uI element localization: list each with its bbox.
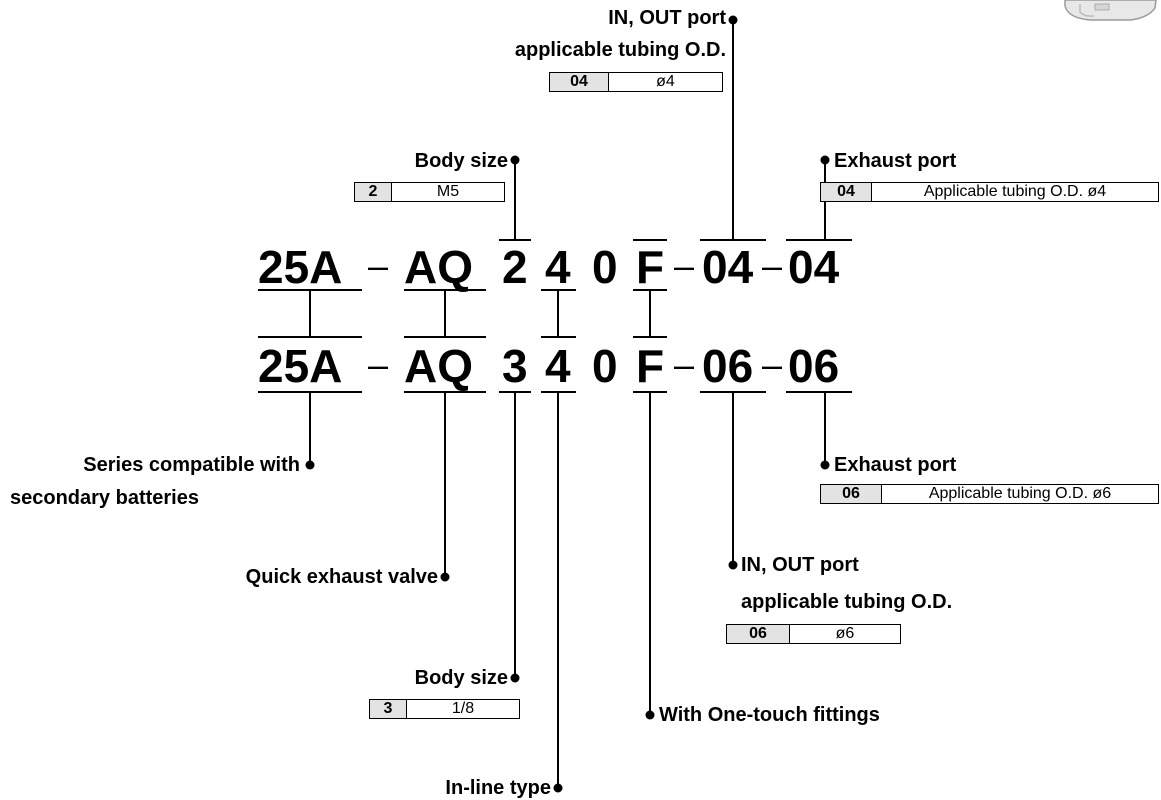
label-series-line2: secondary batteries bbox=[10, 487, 199, 509]
code-inout-top: 04 bbox=[702, 241, 754, 293]
label-one-touch-fittings: With One-touch fittings bbox=[659, 704, 880, 726]
dot-quick-valve bbox=[440, 572, 450, 582]
dot-exhaust-top bbox=[820, 155, 830, 165]
code-valve-bottom: AQ bbox=[404, 340, 473, 392]
dot-inout-top bbox=[728, 15, 738, 25]
code-exhaust-bottom: 06 bbox=[788, 340, 840, 392]
table-exhaust-bottom: 06 Applicable tubing O.D. ø6 bbox=[820, 484, 1159, 504]
table-inout-bottom-key: 06 bbox=[727, 625, 790, 643]
label-inout-bottom-line2: applicable tubing O.D. bbox=[741, 591, 953, 613]
dash-3-bottom: – bbox=[762, 344, 783, 385]
label-inline-type: In-line type bbox=[445, 777, 551, 799]
table-body-size-top: 2 M5 bbox=[354, 182, 505, 202]
label-quick-exhaust-valve: Quick exhaust valve bbox=[245, 566, 438, 588]
code-valve-top: AQ bbox=[404, 241, 473, 293]
code-fitting-top: F bbox=[636, 241, 665, 293]
dot-inline bbox=[553, 783, 563, 793]
code-zero-top: 0 bbox=[592, 241, 618, 293]
dot-one-touch bbox=[645, 710, 655, 720]
dot-body-size-bottom bbox=[510, 673, 520, 683]
label-body-size-top: Body size bbox=[414, 150, 508, 172]
table-inout-bottom-value: ø6 bbox=[835, 625, 855, 642]
label-inout-bottom-line1: IN, OUT port bbox=[741, 554, 859, 576]
dot-series bbox=[305, 460, 315, 470]
label-exhaust-bottom: Exhaust port bbox=[834, 454, 957, 476]
table-exhaust-top-key: 04 bbox=[821, 183, 872, 201]
table-exhaust-bottom-key: 06 bbox=[821, 485, 882, 503]
table-body-size-bottom-key: 3 bbox=[370, 700, 407, 718]
table-exhaust-top-value: Applicable tubing O.D. ø4 bbox=[923, 183, 1107, 200]
dash-1-top: – bbox=[368, 245, 389, 286]
table-exhaust-bottom-value: Applicable tubing O.D. ø6 bbox=[928, 485, 1112, 502]
code-fitting-bottom: F bbox=[636, 340, 665, 392]
code-size-bottom: 3 bbox=[502, 340, 528, 392]
code-type-bottom: 4 bbox=[545, 340, 571, 392]
dash-2-top: – bbox=[674, 245, 695, 286]
code-inout-bottom: 06 bbox=[702, 340, 754, 392]
table-body-size-bottom: 3 1/8 bbox=[369, 699, 520, 719]
dot-inout-bottom bbox=[728, 560, 738, 570]
code-type-top: 4 bbox=[545, 241, 571, 293]
code-series-bottom: 25A bbox=[258, 340, 343, 392]
code-series-top: 25A bbox=[258, 241, 343, 293]
dot-body-size-top bbox=[510, 155, 520, 165]
table-body-size-top-value: M5 bbox=[436, 183, 460, 200]
code-zero-bottom: 0 bbox=[592, 340, 618, 392]
table-inout-top-value: ø4 bbox=[656, 73, 675, 90]
table-inout-top: 04 ø4 bbox=[549, 72, 723, 92]
quick-exhaust-valve-photo bbox=[1064, 0, 1157, 21]
label-inout-top-line1: IN, OUT port bbox=[608, 7, 726, 29]
dash-3-top: – bbox=[762, 245, 783, 286]
dot-exhaust-bottom bbox=[820, 460, 830, 470]
table-inout-bottom: 06 ø6 bbox=[726, 624, 901, 644]
dash-2-bottom: – bbox=[674, 344, 695, 385]
table-exhaust-top: 04 Applicable tubing O.D. ø4 bbox=[820, 182, 1159, 202]
code-size-top: 2 bbox=[502, 241, 528, 293]
table-inout-top-key: 04 bbox=[550, 73, 609, 91]
label-exhaust-top: Exhaust port bbox=[834, 150, 957, 172]
table-body-size-bottom-value: 1/8 bbox=[451, 700, 475, 717]
label-inout-top-line2: applicable tubing O.D. bbox=[514, 39, 726, 61]
code-exhaust-top: 04 bbox=[788, 241, 840, 293]
label-body-size-bottom: Body size bbox=[414, 667, 508, 689]
table-body-size-top-key: 2 bbox=[355, 183, 392, 201]
dash-1-bottom: – bbox=[368, 344, 389, 385]
label-series-line1: Series compatible with bbox=[83, 454, 300, 476]
